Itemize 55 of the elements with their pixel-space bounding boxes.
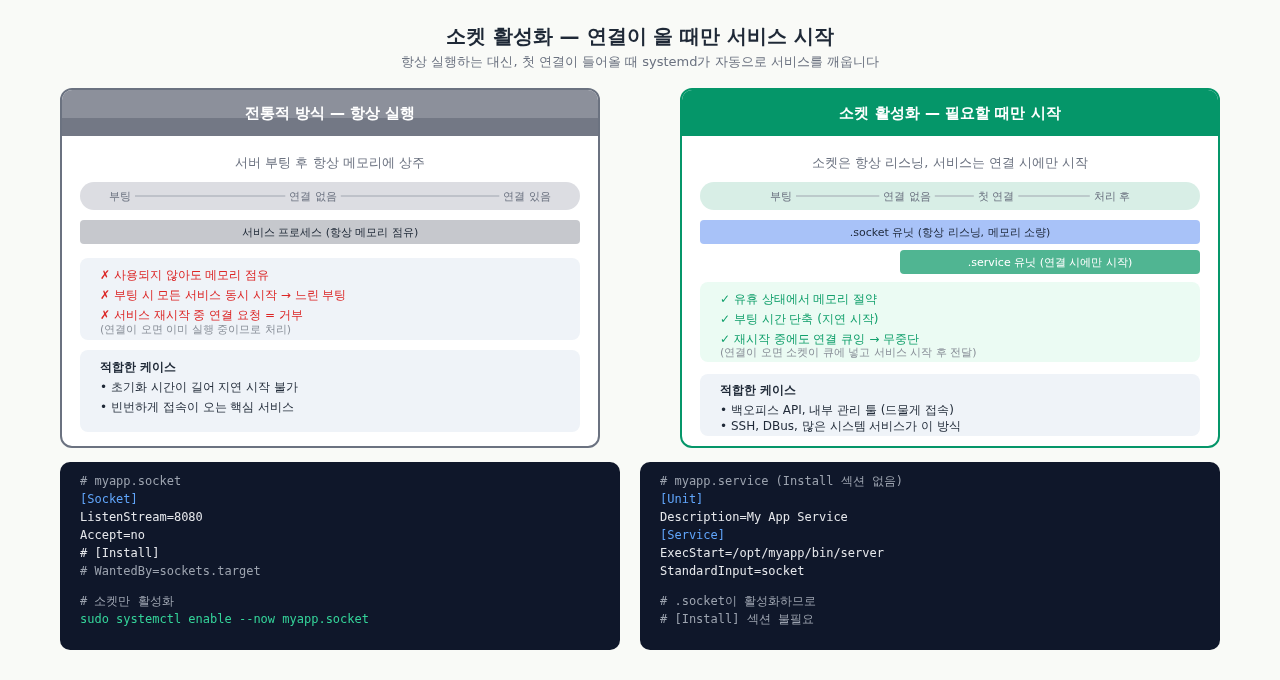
note-text: (연결이 오면 이미 실행 중이므로 처리) [100,323,292,336]
service-unit-bar: .service 유닛 (연결 시에만 시작) [900,250,1200,274]
code-block [60,462,620,650]
timeline-label: 연결 없음 [879,189,935,203]
code-block [640,462,1220,650]
code-line: [Service] [660,527,726,544]
code-line: Accept=no [80,527,146,544]
code-line: # .socket이 활성화하므로 [660,593,817,610]
socket-unit-bar: .socket 유닛 (항상 리스닝, 메모리 소량) [700,220,1200,244]
title: 소켓 활성화 — 연결이 올 때만 서비스 시작 [445,22,835,50]
timeline-line [795,195,880,197]
panel-header: 전통적 방식 — 항상 실행 [62,90,598,136]
list-item: ✗ 부팅 시 모든 서비스 동시 시작 → 느린 부팅 [100,288,347,302]
list-item: • SSH, DBus, 많은 시스템 서비스가 이 방식 [720,419,961,433]
code-line: Description=My App Service [660,509,848,526]
timeline-label: 연결 없음 [285,189,341,203]
code-line: # WantedBy=sockets.target [80,563,261,580]
code-line: StandardInput=socket [660,563,805,580]
process-bar: 서비스 프로세스 (항상 메모리 점유) [80,220,580,244]
code-line: # [Install] 섹션 불필요 [660,611,814,628]
list-item: ✗ 서비스 재시작 중 연결 요청 = 거부 [100,308,303,322]
timeline-line [1017,195,1091,197]
panel-header: 소켓 활성화 — 필요할 때만 시작 [682,90,1218,136]
list-item: ✓ 재시작 중에도 연결 큐잉 → 무중단 [720,332,919,346]
panel [680,88,1220,448]
list-item: ✓ 유휴 상태에서 메모리 절약 [720,292,878,306]
panel-subtitle: 서버 부팅 후 항상 메모리에 상주 [235,154,425,172]
timeline-label: 부팅 [766,189,796,203]
list-heading: 적합한 케이스 [720,383,797,397]
code-line: sudo systemctl enable --now myapp.socket [80,611,369,628]
panel-subtitle: 소켓은 항상 리스닝, 서비스는 연결 시에만 시작 [812,154,1088,172]
code-line: # myapp.socket [80,473,182,490]
note-text: (연결이 오면 소켓이 큐에 넣고 서비스 시작 후 전달) [720,346,977,359]
code-line: ExecStart=/opt/myapp/bin/server [660,545,884,562]
timeline-label: 첫 연결 [973,189,1019,203]
list-item: ✓ 부팅 시간 단축 (지연 시작) [720,312,879,326]
code-line: # myapp.service (Install 섹션 없음) [660,473,904,490]
code-line: # 소켓만 활성화 [80,593,174,610]
subtitle: 항상 실행하는 대신, 첫 연결이 들어올 때 systemd가 자동으로 서비스를 깨웁니다 [401,53,879,71]
panel [60,88,600,448]
code-line: [Socket] [80,491,138,508]
list-heading: 적합한 케이스 [100,360,177,374]
timeline-label: 연결 있음 [499,189,555,203]
timeline-label: 처리 후 [1089,189,1135,203]
code-line: ListenStream=8080 [80,509,203,526]
list-item: • 빈번하게 접속이 오는 핵심 서비스 [100,400,295,414]
timeline-line [934,195,975,197]
list-item: • 백오피스 API, 내부 관리 툴 (드물게 접속) [720,403,954,417]
code-line: # [Install] [80,545,160,562]
code-line: [Unit] [660,491,704,508]
timeline-bar [700,182,1200,210]
list-item: ✗ 사용되지 않아도 메모리 점유 [100,268,270,282]
timeline-bar [80,182,580,210]
list-item: • 초기화 시간이 길어 지연 시작 불가 [100,380,298,394]
timeline-label: 부팅 [105,189,135,203]
